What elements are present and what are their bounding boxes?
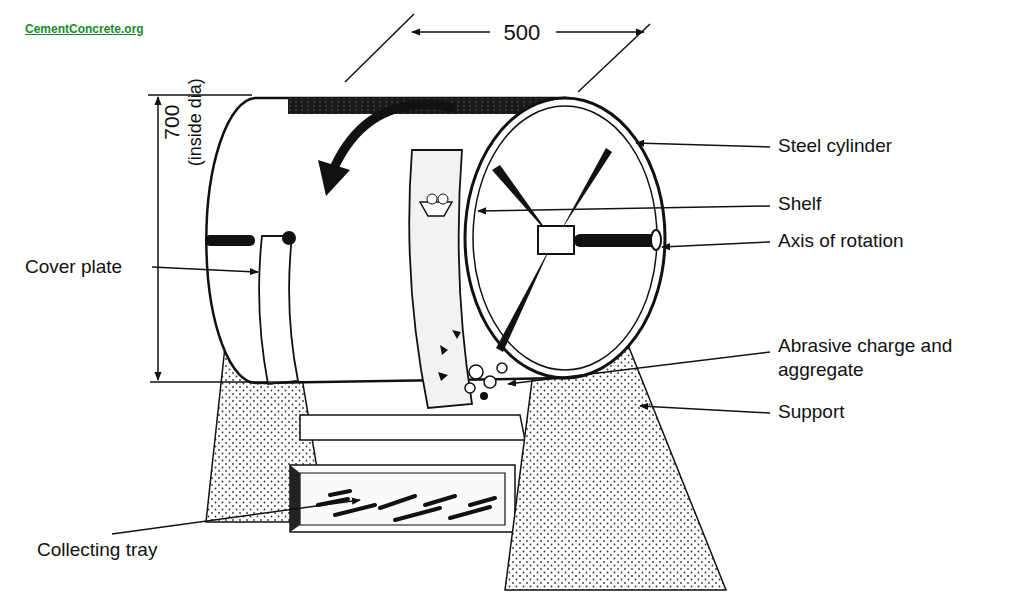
part-label: Abrasive charge and aggregate [778,334,1014,382]
part-label: Shelf [778,192,821,216]
steel-cylinder-drawing [205,98,665,408]
dimension-note: (inside dia) [184,78,207,166]
collecting-tray-drawing [290,415,525,532]
part-label: Cover plate [25,255,122,279]
leader-lines [112,143,770,534]
dimension-label: 500 [504,19,541,47]
part-label: Axis of rotation [778,229,904,253]
dimension-label: 700 [159,105,185,140]
part-label: Collecting tray [37,538,157,562]
part-label: Steel cylinder [778,134,892,158]
part-label: Support [778,400,845,424]
dimension-lines [148,14,650,382]
watermark: CementConcrete.org [25,22,144,37]
